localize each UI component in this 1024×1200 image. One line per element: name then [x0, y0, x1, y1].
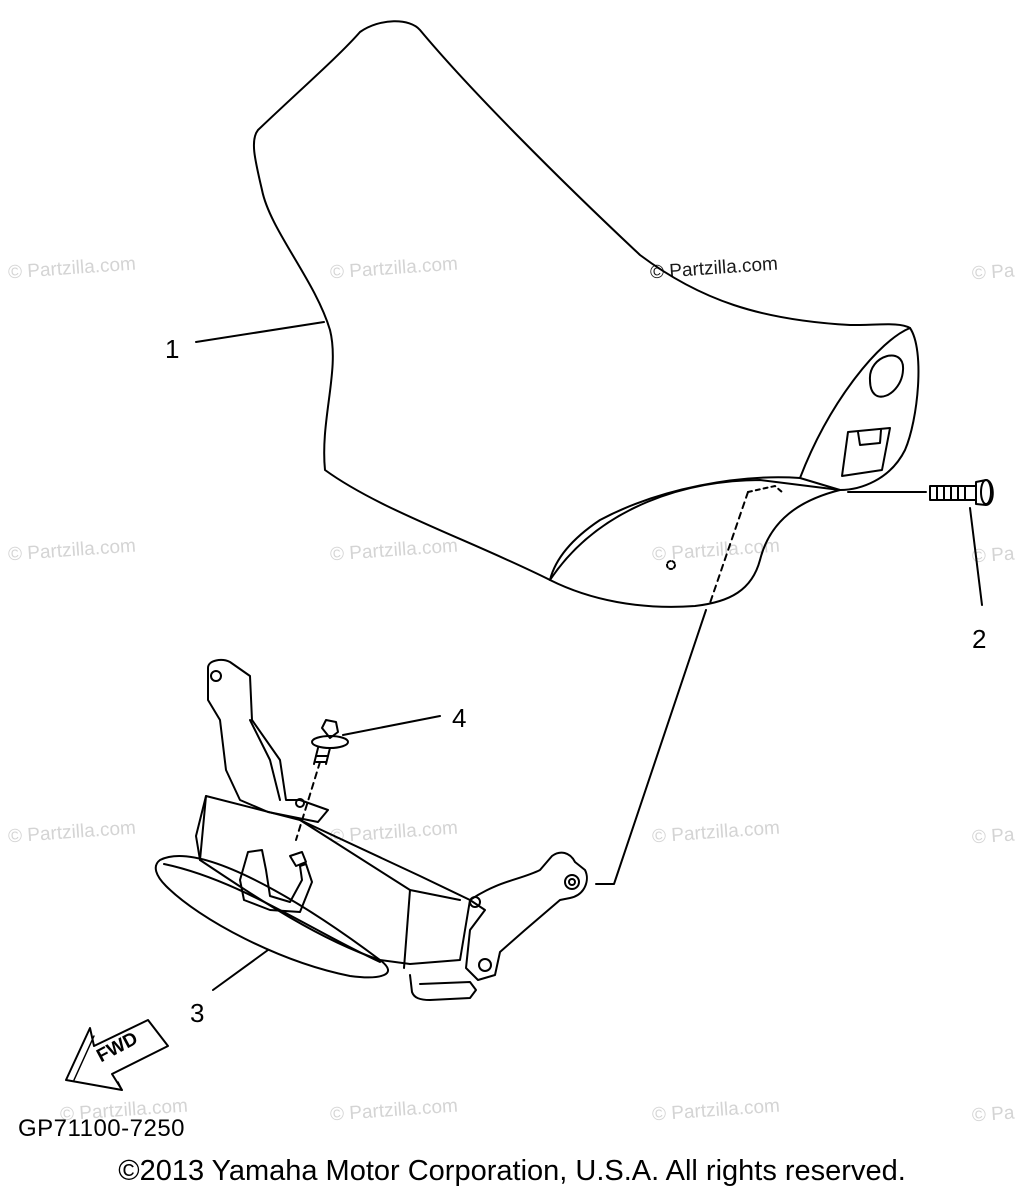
callout-1: 1 [165, 334, 180, 364]
callout-3: 3 [190, 998, 205, 1028]
bolt-part [929, 479, 994, 506]
diagram-part-code: GP71100-7250 [18, 1115, 186, 1142]
screw-part [295, 719, 349, 841]
callout-2: 2 [972, 624, 987, 654]
copyright-notice: ©2013 Yamaha Motor Corporation, U.S.A. A… [118, 1155, 906, 1187]
leader-2 [969, 507, 983, 606]
fwd-arrow-icon [65, 1019, 169, 1091]
seat-mount-leader [595, 609, 707, 885]
callout-4: 4 [452, 703, 467, 733]
leader-4 [342, 715, 441, 736]
leader-3 [212, 949, 269, 991]
bracket-part [154, 659, 588, 1001]
seat-part [252, 20, 920, 608]
leader-1 [195, 321, 325, 343]
